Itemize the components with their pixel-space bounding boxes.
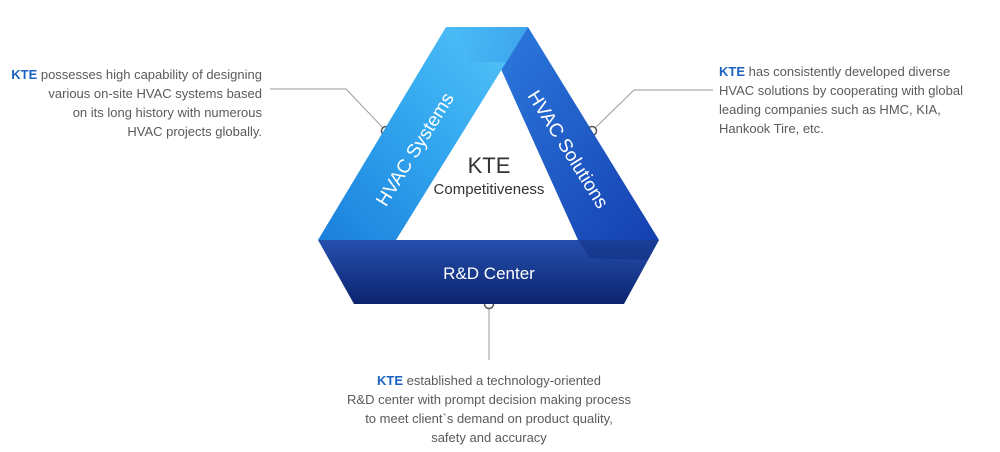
fold-highlight-top xyxy=(446,27,528,62)
brand-label: KTE xyxy=(719,64,745,79)
connector-right xyxy=(586,89,713,137)
note-text: HVAC solutions by cooperating with globa… xyxy=(719,83,964,98)
note-text: to meet client`s demand on product quali… xyxy=(365,411,613,426)
fold-shadow-bottom xyxy=(578,240,659,260)
center-subtitle: Competitiveness xyxy=(434,181,545,198)
note-text: established a technology-oriented xyxy=(402,373,602,388)
note-text: possesses high capability of designing xyxy=(37,67,262,82)
note-text: safety and accuracy xyxy=(431,430,547,445)
brand-label: KTE xyxy=(11,67,38,82)
center-title: KTE xyxy=(468,153,511,178)
segment-bottom-band xyxy=(318,240,659,304)
segment-bottom-label: R&D Center xyxy=(443,264,535,283)
note-hvac-solutions: KTE has consistently developed diverse H… xyxy=(719,62,989,138)
connector-bottom xyxy=(483,298,495,360)
note-text: various on-site HVAC systems based xyxy=(48,86,262,101)
segment-right-band xyxy=(482,27,659,240)
note-text: HVAC projects globally. xyxy=(127,124,262,139)
note-text: leading companies such as HMC, KIA, xyxy=(719,102,941,117)
note-text: on its long history with numerous xyxy=(72,105,262,120)
note-text: Hankook Tire, etc. xyxy=(719,121,824,136)
note-text: R&D center with prompt decision making p… xyxy=(347,392,631,407)
note-text: has consistently developed diverse xyxy=(745,64,951,79)
brand-label: KTE xyxy=(376,373,403,388)
note-rd-center: KTE established a technology-oriented R&… xyxy=(330,371,648,447)
segment-left-band xyxy=(318,27,528,240)
note-hvac-systems: KTE possesses high capability of designi… xyxy=(0,65,262,141)
connector-left xyxy=(270,88,392,137)
